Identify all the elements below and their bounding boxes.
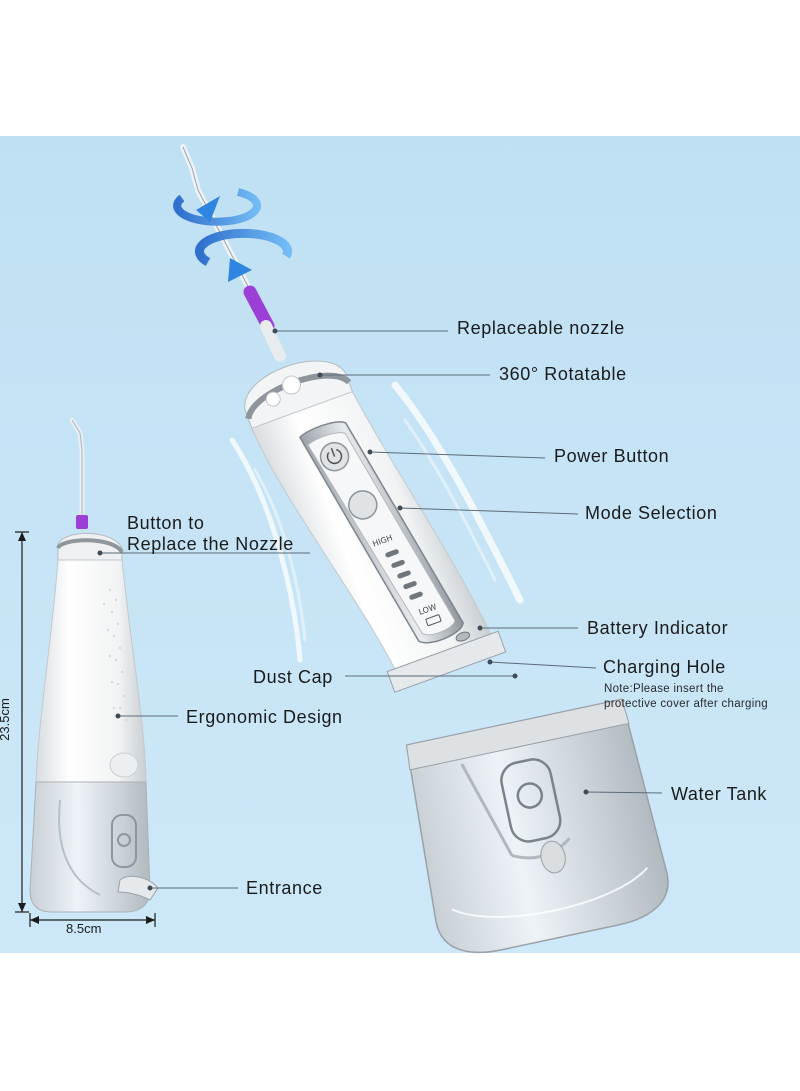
label-power-button: Power Button	[554, 446, 670, 466]
label-entrance: Entrance	[246, 878, 323, 898]
label-ergonomic-design: Ergonomic Design	[186, 707, 343, 727]
dimension-width: 8.5cm	[66, 921, 102, 936]
charging-note-line2: protective cover after charging	[604, 698, 768, 710]
dimension-lines	[15, 531, 156, 927]
leader-lines	[97, 328, 663, 891]
label-button-replace-line1: Button to	[127, 513, 205, 533]
label-replaceable-nozzle: Replaceable nozzle	[457, 318, 625, 338]
left-device	[29, 417, 159, 913]
charging-note-line1: Note:Please insert the	[604, 683, 724, 695]
light-streaks	[229, 381, 524, 663]
label-button-replace-line2: Replace the Nozzle	[127, 534, 294, 554]
right-device: HIGH LOW	[173, 144, 669, 954]
label-360-rotatable: 360° Rotatable	[499, 364, 627, 384]
label-water-tank: Water Tank	[671, 784, 768, 804]
label-dust-cap: Dust Cap	[253, 667, 333, 687]
label-mode-selection: Mode Selection	[585, 503, 718, 523]
label-charging-hole: Charging Hole	[603, 657, 726, 677]
label-battery-indicator: Battery Indicator	[587, 618, 729, 638]
dimension-height: 23.5cm	[0, 698, 12, 741]
